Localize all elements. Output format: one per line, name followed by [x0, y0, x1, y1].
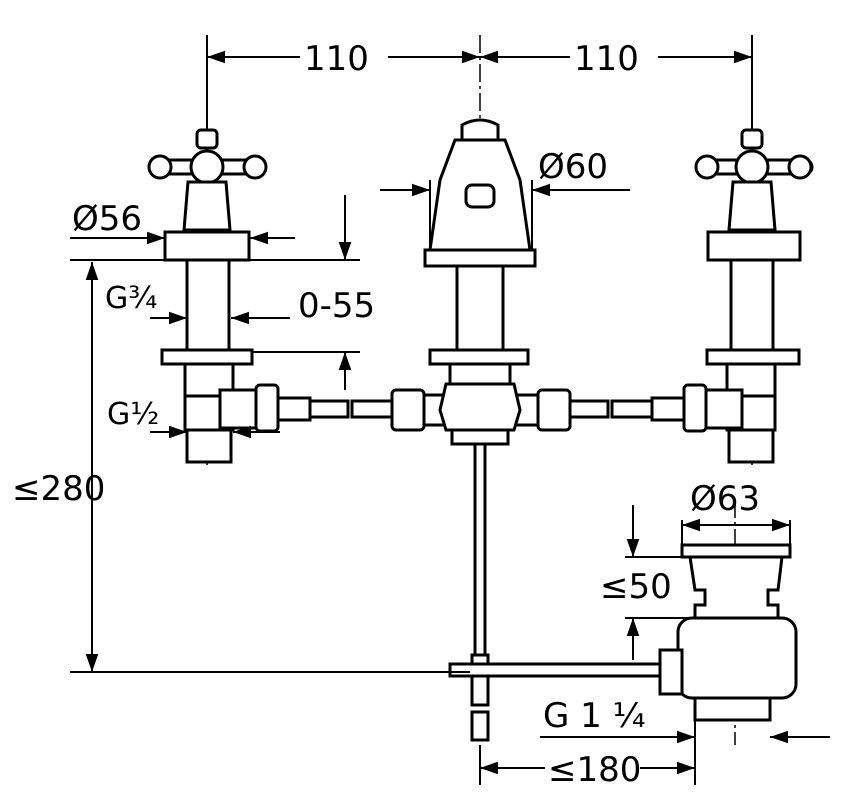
- dim-drain-diameter: Ø63: [690, 479, 760, 519]
- dim-handle-diameter: Ø56: [72, 199, 142, 239]
- dim-supply-thread-top: G¾: [105, 281, 157, 316]
- popup-rod: [448, 442, 667, 742]
- right-valve: [650, 128, 814, 464]
- spout: [423, 118, 537, 446]
- left-valve: [147, 128, 312, 464]
- dim-spout-diameter: Ø60: [538, 147, 608, 187]
- drain: [658, 543, 798, 722]
- dim-drain-reach: ≤180: [548, 750, 641, 790]
- dim-supply-thread-bottom: G½: [107, 397, 159, 432]
- dim-drain-thread: G 1 ¼: [543, 696, 646, 736]
- dim-left-spacing: 110: [304, 39, 369, 79]
- dim-height-adjust: 0-55: [298, 286, 375, 326]
- dim-max-height: ≤280: [12, 469, 105, 509]
- dimension-lines: [70, 35, 830, 785]
- dim-right-spacing: 110: [574, 39, 639, 79]
- dim-drain-height: ≤50: [600, 567, 672, 607]
